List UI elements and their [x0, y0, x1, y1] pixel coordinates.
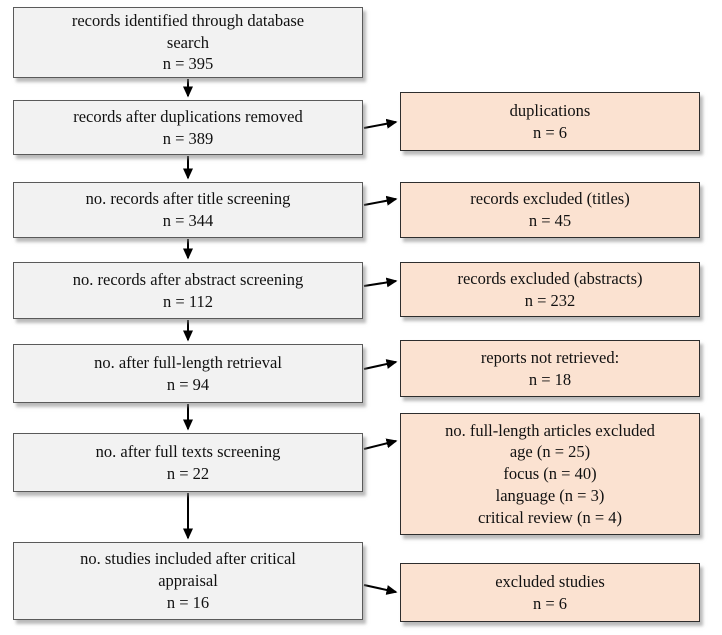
arrow-right-to-full-length-excluded: [363, 438, 398, 450]
box-text-line: reports not retrieved:: [480, 347, 620, 367]
flow-box-after-title-screening: no. records after title screening n = 34…: [13, 182, 363, 238]
flow-box-after-full-length-retrieval: no. after full-length retrieval n = 94: [13, 344, 363, 403]
exclusion-box-excluded-abstracts: records excluded (abstracts) n = 232: [400, 262, 700, 317]
box-text-line: records excluded (abstracts): [457, 268, 643, 288]
box-text-line: appraisal: [158, 571, 218, 591]
flow-box-identified: records identified through database sear…: [13, 7, 363, 78]
box-text-line: no. records after abstract screening: [72, 269, 304, 289]
arrow-right-to-excluded-abstracts: [363, 277, 398, 288]
arrow-right-to-excluded-studies: [363, 584, 398, 595]
box-text-line: records after duplications removed: [73, 106, 303, 126]
arrow-right-to-excluded-titles: [363, 195, 398, 206]
box-count-line: n = 344: [162, 211, 214, 230]
exclusion-box-full-length-excluded: no. full-length articles excluded age (n…: [400, 413, 700, 535]
box-text-line: records excluded (titles): [470, 189, 630, 209]
box-count-line: n = 232: [524, 290, 576, 310]
box-text-line: no. after full texts screening: [95, 441, 281, 461]
box-text-line: no. studies included after critical: [80, 549, 296, 569]
box-count-line: n = 6: [532, 122, 568, 142]
box-text-line: duplications: [509, 100, 591, 120]
box-count-line: n = 18: [528, 369, 572, 389]
exclusion-box-duplications: duplications n = 6: [400, 92, 700, 151]
arrow-right-to-not-retrieved: [363, 359, 398, 370]
arrow-right-to-duplications: [363, 118, 398, 129]
box-count-line: n = 22: [166, 463, 210, 483]
box-count-line: n = 112: [163, 291, 213, 311]
box-text-line: search: [166, 32, 210, 52]
box-text-line: no. after full-length retrieval: [94, 352, 282, 372]
box-count-line: age (n = 25): [509, 442, 591, 462]
exclusion-box-excluded-studies: excluded studies n = 6: [400, 563, 700, 622]
box-text-line: records identified through database: [71, 10, 305, 30]
box-text-line: excluded studies: [495, 571, 605, 591]
box-count-line: n = 45: [528, 211, 572, 230]
flow-box-after-full-texts-screening: no. after full texts screening n = 22: [13, 433, 363, 492]
box-count-line: n = 16: [166, 592, 210, 612]
exclusion-box-not-retrieved: reports not retrieved: n = 18: [400, 340, 700, 397]
flow-box-after-duplications: records after duplications removed n = 3…: [13, 100, 363, 155]
box-text-line: no. records after title screening: [85, 189, 291, 209]
box-count-line: critical review (n = 4): [478, 507, 622, 527]
flow-box-included-after-critical-appraisal: no. studies included after critical appr…: [13, 542, 363, 620]
box-count-line: n = 94: [166, 374, 210, 394]
box-count-line: language (n = 3): [495, 485, 605, 505]
box-count-line: n = 389: [162, 128, 214, 148]
exclusion-box-excluded-titles: records excluded (titles) n = 45: [400, 182, 700, 238]
box-count-line: focus (n = 40): [503, 464, 597, 484]
box-count-line: n = 395: [162, 54, 214, 74]
flow-box-after-abstract-screening: no. records after abstract screening n =…: [13, 262, 363, 319]
box-text-line: no. full-length articles excluded: [445, 420, 655, 440]
box-count-line: n = 6: [532, 593, 568, 613]
